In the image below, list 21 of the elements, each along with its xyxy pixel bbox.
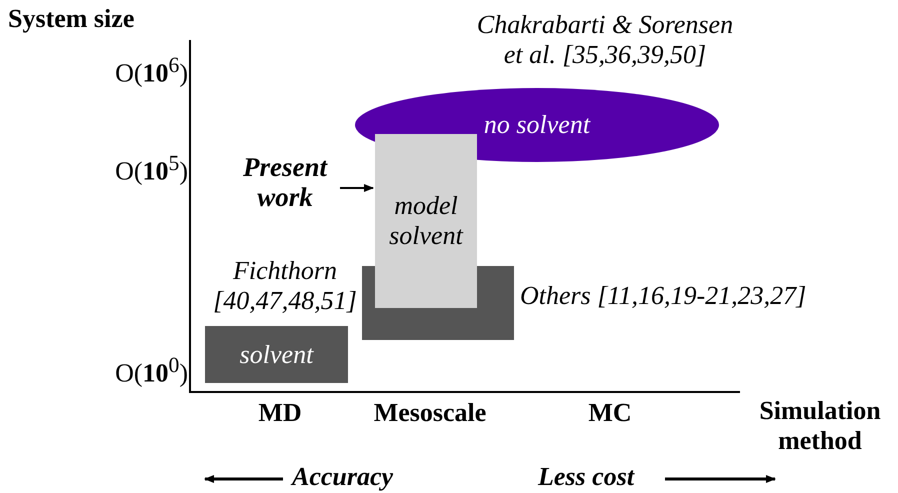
region-box	[375, 134, 477, 308]
region-box	[362, 266, 514, 340]
direction-label: Less cost	[538, 462, 636, 492]
reference-label: Others [11,16,19-21,23,27]	[520, 281, 808, 311]
reference-label: Fichthorn [40,47,48,51]	[212, 256, 358, 316]
axis-title: System size	[8, 4, 136, 34]
reference-label: Chakrabarti & Sorensen et al. [35,36,39,50]	[476, 10, 734, 70]
region-label: solvent	[240, 340, 314, 370]
category-label: MD	[257, 398, 303, 428]
arrow	[340, 184, 374, 192]
category-label: Mesoscale	[372, 398, 488, 428]
region-label: no solvent	[484, 110, 590, 140]
tick-label: O(10$^{6}$)	[114, 52, 188, 89]
region-box	[205, 326, 348, 383]
category-label: MC	[587, 398, 633, 428]
direction-label: Accuracy	[292, 462, 394, 492]
annotation-text: Present work	[242, 152, 329, 212]
axis-title: Simulation method	[758, 396, 882, 456]
tick-label: O(10$^{5}$)	[114, 150, 188, 187]
tick-label: O(10$^{0}$)	[114, 352, 188, 389]
region-label: model solvent	[388, 191, 464, 251]
